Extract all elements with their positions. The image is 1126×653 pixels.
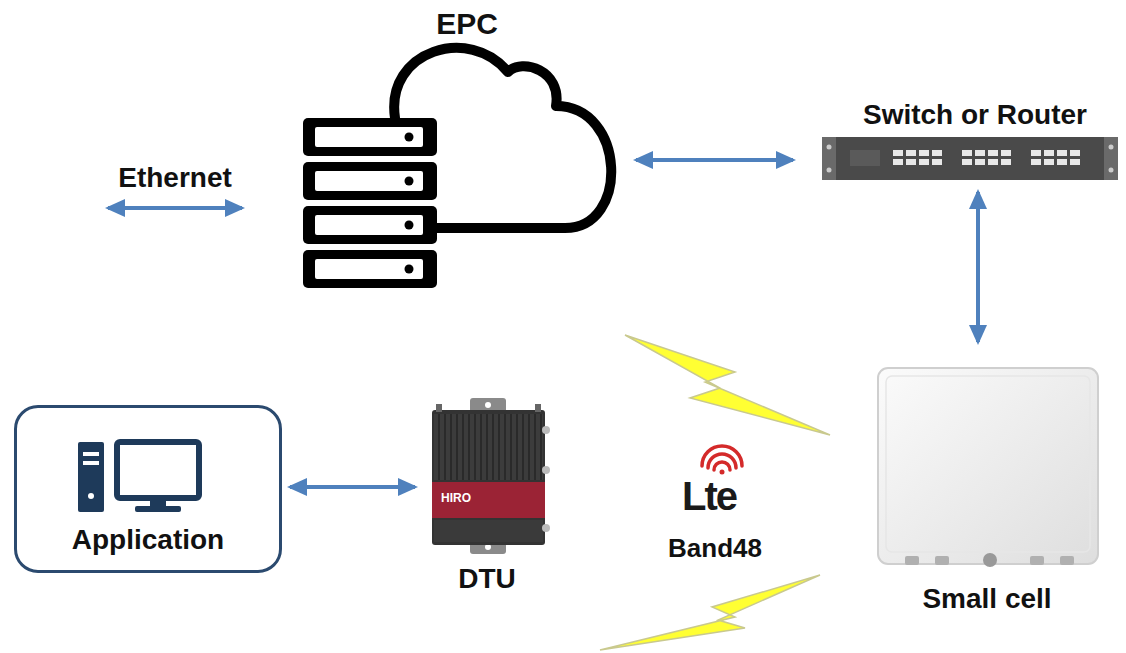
switch-port — [988, 150, 998, 156]
brand-label: HIRO — [441, 491, 471, 505]
lightning-bolt — [625, 335, 830, 435]
signal-arcs — [702, 446, 742, 475]
switch-port — [906, 150, 916, 156]
ethernet-arrow — [108, 206, 242, 210]
switch-port — [975, 150, 985, 156]
dtu-icon — [432, 398, 550, 554]
switch-port — [1070, 159, 1080, 165]
epc-node: EPC — [300, 6, 618, 290]
lte-logo-text: Lte — [682, 472, 736, 520]
switch-port — [919, 150, 929, 156]
computer-icon — [78, 442, 199, 512]
switch-port — [1057, 159, 1067, 165]
dtu-node: DTU — [420, 396, 555, 601]
switch-port — [893, 150, 903, 156]
switch-port — [962, 159, 972, 165]
small-cell-icon — [878, 368, 1098, 567]
node-label: Switch or Router — [863, 98, 1087, 132]
switch-port — [932, 159, 942, 165]
switch-port — [988, 159, 998, 165]
switch-port — [1001, 159, 1011, 165]
switch-port — [962, 150, 972, 156]
switch-port — [1031, 159, 1041, 165]
node-label: DTU — [458, 562, 516, 596]
node-label: Application — [72, 523, 224, 557]
application-box: Application — [14, 405, 282, 573]
switch-port — [919, 159, 929, 165]
server-icon — [303, 118, 437, 288]
node-label: EPC — [436, 6, 498, 42]
switch-node: Switch or Router — [818, 98, 1120, 184]
band-label: Band48 — [668, 533, 762, 564]
small-cell-node: Small cell — [870, 360, 1105, 622]
switch-port — [1070, 150, 1080, 156]
switch-port — [1031, 150, 1041, 156]
switch-port — [1044, 150, 1054, 156]
lightning-bolt — [600, 575, 820, 650]
link-arrow — [636, 158, 793, 162]
link-arrow — [976, 192, 980, 342]
switch-icon — [822, 137, 1118, 180]
switch-port — [932, 150, 942, 156]
switch-port — [1044, 159, 1054, 165]
switch-port — [906, 159, 916, 165]
switch-port — [893, 159, 903, 165]
ethernet-label: Ethernet — [118, 161, 232, 195]
switch-port — [975, 159, 985, 165]
node-label: Small cell — [922, 582, 1051, 616]
link-arrow — [290, 485, 415, 489]
switch-port — [1001, 150, 1011, 156]
switch-port — [1057, 150, 1067, 156]
